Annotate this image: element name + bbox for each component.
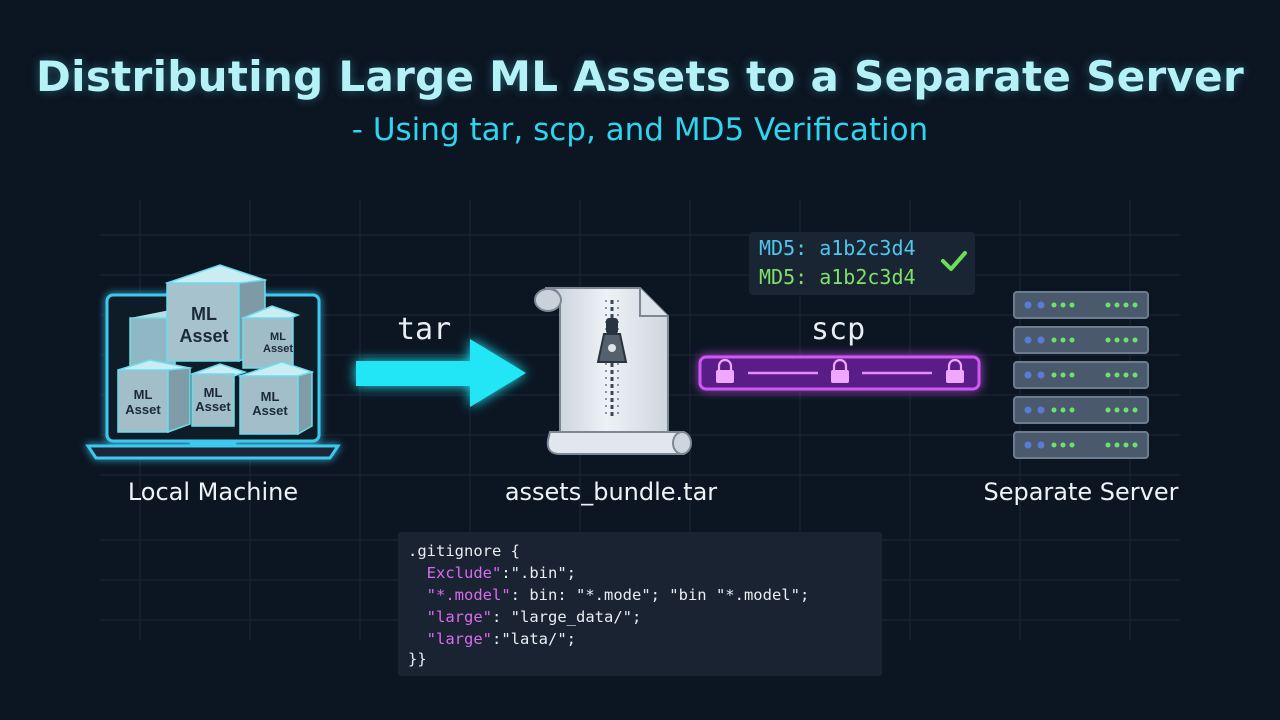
page-title: Distributing Large ML Assets to a Separa…	[36, 52, 1244, 101]
code-line-6: }}	[408, 650, 427, 668]
lock-icon	[716, 358, 734, 383]
gitignore-code-block: .gitignore { Exclude":".bin"; "*.model":…	[398, 532, 882, 676]
code-text: :"lata/";	[492, 630, 576, 648]
ml-asset-cubes: ML Asset ML Asset ML Asset ML Asset ML A…	[117, 264, 315, 436]
code-key: "large"	[426, 630, 492, 648]
cube-bottom-center	[189, 363, 248, 427]
local-machine-label: Local Machine	[127, 478, 299, 506]
cube-label-line2: Asset	[195, 399, 231, 414]
server-unit	[1013, 361, 1149, 389]
cube-label-line1: ML	[261, 389, 280, 404]
tar-step-label: tar	[397, 312, 452, 347]
md5-source-hash: MD5: a1b2c3d4	[759, 236, 916, 260]
zip-file-icon	[534, 287, 692, 455]
code-line-4: "large": "large_data/";	[408, 608, 642, 626]
cube-label-line1: ML	[204, 385, 223, 400]
code-text: .gitignore {	[408, 542, 520, 560]
code-line-3: "*.model": bin: "*.mode"; "bin "*.model"…	[408, 586, 810, 604]
archive-label: assets_bundle.tar	[504, 478, 718, 506]
code-text: :".bin";	[501, 564, 576, 582]
cube-label-line2: Asset	[125, 402, 161, 417]
code-line-1: .gitignore {	[408, 542, 520, 560]
cube-bottom-right	[237, 361, 315, 436]
code-key: "*.model"	[426, 586, 511, 604]
code-text: }}	[408, 650, 427, 668]
md5-verification-box: MD5: a1b2c3d4 MD5: a1b2c3d4	[749, 232, 975, 295]
page-subtitle: - Using tar, scp, and MD5 Verification	[351, 112, 929, 148]
code-key: "large"	[426, 608, 492, 626]
server-rack-icon	[1013, 291, 1149, 459]
lock-icon	[831, 358, 849, 383]
check-icon	[941, 251, 967, 271]
server-unit	[1013, 291, 1149, 319]
server-unit	[1013, 396, 1149, 424]
code-line-5: "large":"lata/";	[408, 630, 576, 648]
scp-step-label: scp	[811, 312, 866, 347]
cube-label-line2: Asset	[179, 326, 228, 346]
cube-right-small	[240, 305, 301, 369]
code-text: : "large_data/";	[492, 608, 642, 626]
code-line-2: Exclude":".bin";	[408, 564, 576, 582]
server-unit	[1013, 326, 1149, 354]
server-label: Separate Server	[983, 478, 1179, 506]
cube-label-line2: Asset	[263, 343, 293, 355]
cube-label-line1: ML	[134, 387, 153, 402]
code-key: Exclude"	[426, 564, 502, 582]
md5-target-hash: MD5: a1b2c3d4	[759, 265, 916, 289]
cube-label-line1: ML	[270, 331, 286, 343]
code-text: : bin: "*.mode"; "bin "*.model";	[510, 586, 810, 604]
server-unit	[1013, 431, 1149, 459]
cube-label-line2: Asset	[252, 403, 288, 418]
arrow-right-icon	[356, 339, 526, 407]
cube-label-line1: ML	[191, 304, 217, 324]
lock-icon	[946, 358, 964, 383]
cube-bottom-left	[117, 359, 193, 434]
